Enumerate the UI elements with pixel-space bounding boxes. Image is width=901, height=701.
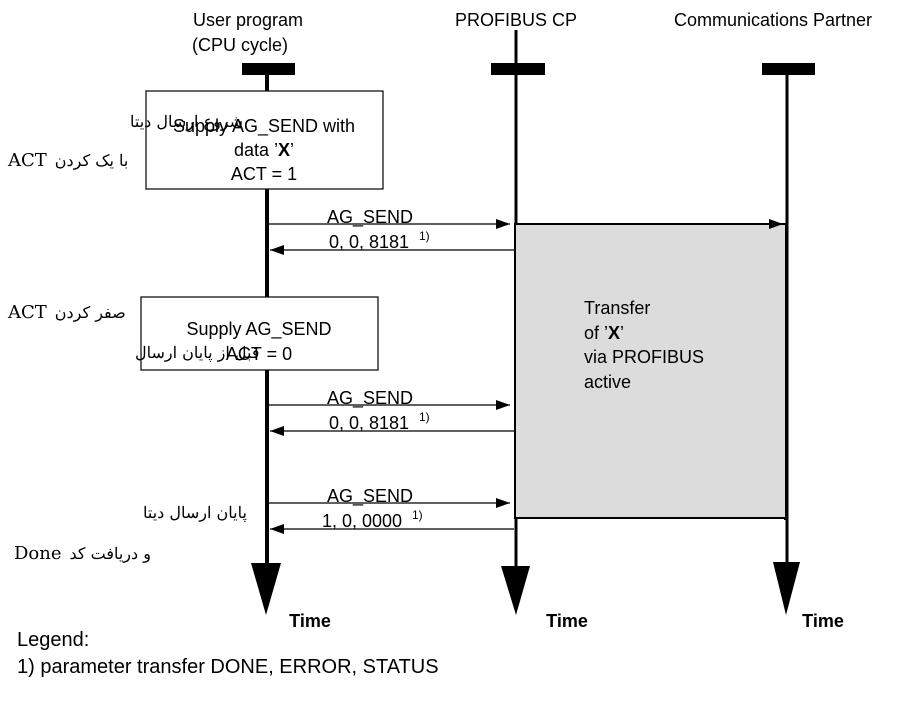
supply-box-act0	[140, 296, 379, 371]
ag-send-reply-label-3: 1, 0, 0000	[322, 511, 402, 531]
user-lane-subtitle: (CPU cycle)	[192, 35, 288, 55]
ag-send-reply-sup-2: 1)	[419, 410, 430, 424]
ag-send-reply-label-2: 0, 0, 8181	[329, 413, 409, 433]
user-time-arrowhead	[251, 563, 281, 615]
cp-lane-title: PROFIBUS CP	[455, 10, 577, 30]
supply-box-act1-line3: ACT = 1	[231, 164, 297, 184]
supply-box-act0-line2: ACT = 0	[226, 344, 292, 364]
partner-time-label: Time	[802, 611, 844, 631]
user-time-label: Time	[289, 611, 331, 631]
note-end-line1: پایان ارسال دیتا	[143, 503, 247, 522]
supply-box-act0-line1: Supply AG_SEND	[186, 319, 331, 340]
user-lane-title: User program	[193, 10, 303, 30]
transfer-box-line4: active	[584, 372, 631, 392]
ag-send-reply-sup-3: 1)	[412, 508, 423, 522]
ag-send-reply-label-1: 0, 0, 8181	[329, 232, 409, 252]
supply-box-act1-line1: Supply AG_SEND with	[173, 116, 355, 137]
supply-box-act1	[145, 90, 384, 190]
transfer-box	[514, 223, 787, 519]
legend-title: Legend:	[17, 629, 89, 651]
cp-time-label: Time	[546, 611, 588, 631]
ag-send-call-label-1: AG_SEND	[327, 207, 413, 228]
partner-time-arrowhead	[773, 562, 800, 615]
partner-lane-title: Communications Partner	[674, 10, 872, 30]
ag-send-call-label-2: AG_SEND	[327, 388, 413, 409]
transfer-box-line1: Transfer	[584, 298, 650, 318]
transfer-box-line3: via PROFIBUS	[584, 347, 704, 367]
cp-lane-head	[491, 63, 545, 75]
note-start-line1: شروع ارسال دیتا	[130, 112, 243, 131]
user-lane-head	[242, 63, 295, 75]
supply-box-act1-line2: data ’X’	[234, 140, 294, 160]
ag-send-reply-sup-1: 1)	[419, 229, 430, 243]
legend-item-1: 1) parameter transfer DONE, ERROR, STATU…	[17, 656, 439, 678]
ag-send-call-label-3: AG_SEND	[327, 486, 413, 507]
note-reset-line2: قبل از پایان ارسال	[135, 343, 260, 362]
partner-lane-head	[762, 63, 815, 75]
cp-time-arrowhead	[501, 566, 530, 615]
transfer-box-line2: of ’X’	[584, 323, 624, 343]
